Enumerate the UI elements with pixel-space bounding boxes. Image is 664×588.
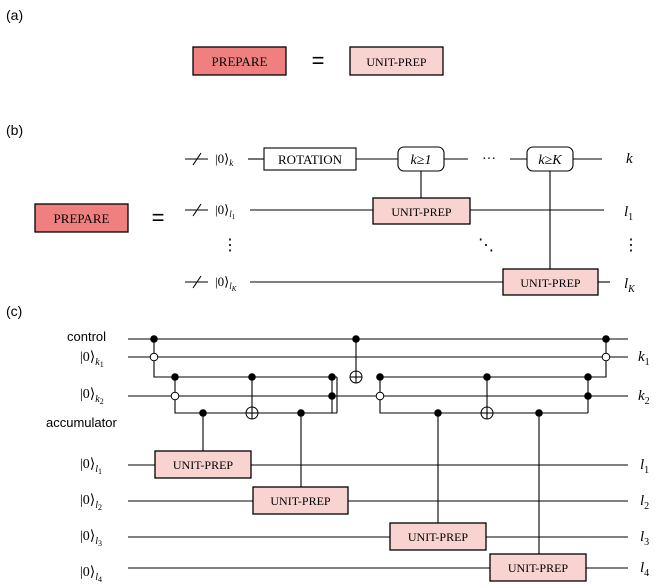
input-l1-ket: |0⟩l1 (80, 457, 102, 476)
condition-k-ge-1-label: k≥1 (411, 153, 432, 168)
register-slashes-b (192, 152, 202, 289)
control-dots (149, 335, 611, 417)
gate-connectors (153, 339, 607, 554)
prepare-label-a: PREPARE (212, 54, 268, 69)
output-l1-c-label: l1 (640, 457, 649, 476)
unit-prep-label-c-l1: UNIT-PREP (173, 458, 234, 472)
equals-sign-a: = (312, 48, 325, 73)
unit-prep-label-c-l3: UNIT-PREP (408, 530, 469, 544)
vertical-ellipsis-right: ⋮ (623, 237, 639, 254)
input-k2-label: |0⟩k2 (80, 387, 104, 406)
unit-prep-box-a (349, 46, 444, 76)
condition-k-ge-K-label: k≥K (538, 153, 562, 168)
unit-prep-box-c-l4 (489, 553, 587, 582)
output-l4-c-label: l4 (640, 560, 649, 579)
vertical-ellipsis-left: ⋮ (222, 237, 238, 254)
output-k1-label: k1 (638, 349, 650, 368)
input-l4-ket: |0⟩l4 (80, 565, 102, 584)
unit-prep-label-a: UNIT-PREP (366, 55, 427, 69)
rotation-box (263, 147, 357, 171)
accumulator-label: accumulator (46, 415, 117, 430)
prepare-box-a (192, 46, 287, 76)
unit-prep-box-c-l1 (154, 450, 252, 479)
input-l1-label: |0⟩l1 (215, 202, 236, 221)
output-l1-label: l1 (624, 204, 633, 223)
output-k2-label: k2 (638, 388, 650, 407)
rotation-label: ROTATION (278, 152, 343, 167)
accumulator-wires (153, 357, 607, 414)
input-k1-label: |0⟩k1 (80, 350, 104, 369)
panel-a-label: (a) (6, 7, 23, 23)
output-k-label: k (626, 151, 633, 167)
equals-sign-b: = (152, 205, 165, 230)
prepare-label-b: PREPARE (54, 211, 110, 226)
output-l2-c-label: l2 (640, 493, 649, 512)
input-k-label: |0⟩k (215, 151, 234, 168)
input-lK-label: |0⟩lK (215, 274, 237, 293)
xor-targets (245, 370, 494, 420)
input-l2-ket: |0⟩l2 (80, 493, 102, 512)
unit-prep-box-lK (502, 268, 599, 296)
output-l3-c-label: l3 (640, 529, 649, 548)
horizontal-ellipsis: ··· (482, 152, 496, 167)
output-lK-label: lK (624, 276, 636, 295)
unit-prep-label-lK: UNIT-PREP (520, 276, 581, 290)
panel-b-label: (b) (6, 122, 23, 138)
unit-prep-box-l1 (372, 197, 471, 225)
unit-prep-label-c-l4: UNIT-PREP (508, 561, 569, 575)
input-l3-ket: |0⟩l3 (80, 529, 102, 548)
control-label: control (67, 329, 106, 344)
panel-c-label: (c) (6, 303, 22, 319)
unit-prep-label-c-l2: UNIT-PREP (270, 494, 331, 508)
unit-prep-box-c-l2 (252, 486, 349, 515)
unit-prep-label-l1: UNIT-PREP (391, 205, 452, 219)
diagonal-ellipsis: ⋱ (478, 237, 494, 254)
unit-prep-box-c-l3 (389, 522, 487, 551)
prepare-box-b (34, 203, 129, 233)
wires-c (128, 338, 628, 569)
